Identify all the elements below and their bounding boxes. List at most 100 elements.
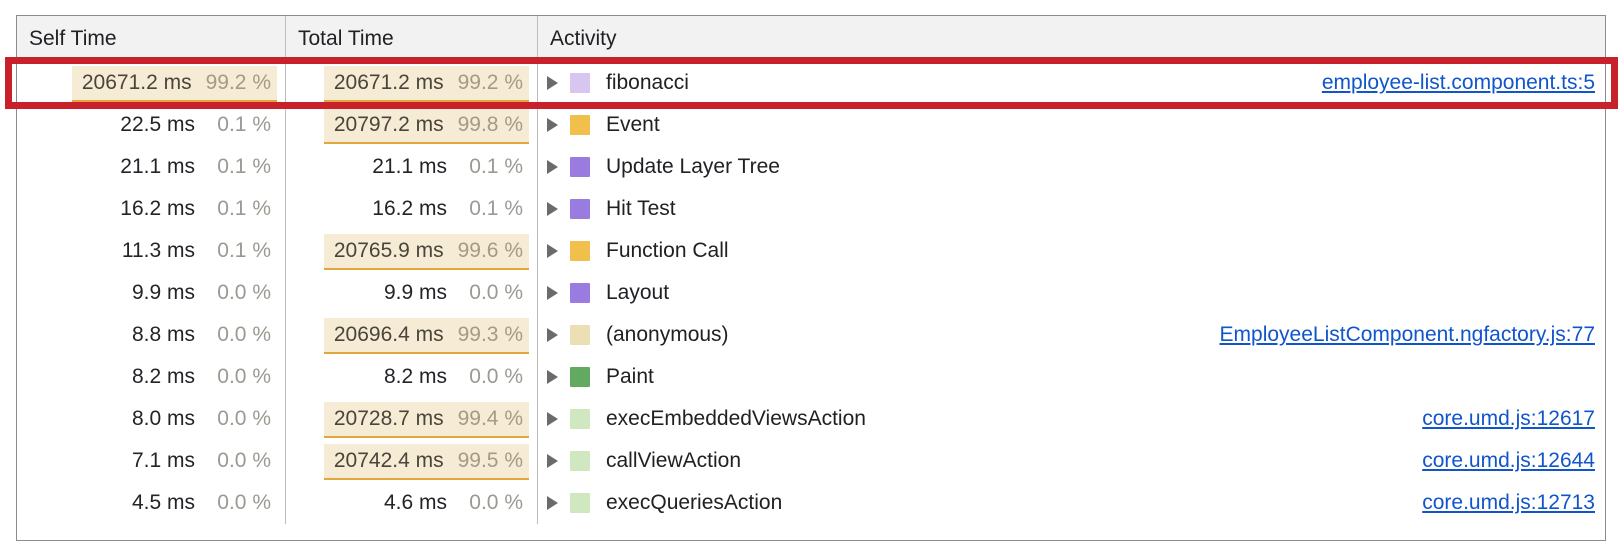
cell-activity: execEmbeddedViewsAction core.umd.js:12617	[538, 398, 1605, 440]
total-time-value: 9.9 ms	[383, 281, 447, 304]
total-time-percent: 0.1 %	[469, 197, 523, 220]
expand-triangle-icon[interactable]	[547, 412, 558, 426]
expand-triangle-icon[interactable]	[547, 244, 558, 258]
total-time-percent: 99.4 %	[457, 407, 523, 430]
total-time-value: 16.2 ms	[372, 197, 447, 220]
activity-color-swatch-icon	[570, 199, 590, 219]
expand-triangle-icon[interactable]	[547, 328, 558, 342]
expand-triangle-icon[interactable]	[547, 454, 558, 468]
total-time-value: 8.2 ms	[383, 365, 447, 388]
self-time-value: 8.8 ms	[131, 323, 195, 346]
source-location-link[interactable]: employee-list.component.ts:5	[1321, 71, 1595, 94]
activity-color-swatch-icon	[570, 451, 590, 471]
table-header-row: Self Time Total Time Activity	[17, 16, 1605, 62]
activity-color-swatch-icon	[570, 493, 590, 513]
total-time-percent: 99.5 %	[457, 449, 523, 472]
self-time-percent: 0.1 %	[217, 113, 271, 136]
self-time-percent: 0.1 %	[217, 197, 271, 220]
activity-color-swatch-icon	[570, 367, 590, 387]
cell-self-time: 16.2 ms 0.1 %	[17, 188, 286, 230]
table-row[interactable]: 11.3 ms 0.1 % 20765.9 ms 99.6 % Function Cal…	[17, 230, 1605, 272]
activity-name: Update Layer Tree	[606, 155, 780, 178]
self-time-percent: 0.0 %	[217, 491, 271, 514]
self-time-value: 20671.2 ms	[81, 71, 192, 94]
self-time-percent: 0.1 %	[217, 155, 271, 178]
column-header-self-time[interactable]: Self Time	[17, 16, 286, 61]
total-time-percent: 99.3 %	[457, 323, 523, 346]
self-time-value: 8.0 ms	[131, 407, 195, 430]
cell-total-time: 4.6 ms 0.0 %	[286, 482, 538, 524]
activity-color-swatch-icon	[570, 157, 590, 177]
cell-activity: Layout	[538, 272, 1605, 314]
total-time-value: 20671.2 ms	[333, 71, 444, 94]
total-time-value: 20765.9 ms	[333, 239, 444, 262]
cell-total-time: 20696.4 ms 99.3 %	[286, 314, 538, 356]
expand-triangle-icon[interactable]	[547, 370, 558, 384]
activity-color-swatch-icon	[570, 283, 590, 303]
activity-name: Layout	[606, 281, 670, 304]
self-time-value: 11.3 ms	[121, 239, 195, 262]
activity-color-swatch-icon	[570, 115, 590, 135]
activity-name: execEmbeddedViewsAction	[606, 407, 866, 430]
activity-name: (anonymous)	[606, 323, 729, 346]
total-time-percent: 0.0 %	[469, 365, 523, 388]
self-time-value: 8.2 ms	[131, 365, 195, 388]
activity-name: callViewAction	[606, 449, 742, 472]
total-time-percent: 99.6 %	[457, 239, 523, 262]
total-time-value: 20696.4 ms	[333, 323, 444, 346]
self-time-percent: 0.1 %	[217, 239, 271, 262]
source-location-link[interactable]: EmployeeListComponent.ngfactory.js:77	[1219, 323, 1595, 346]
source-location-link[interactable]: core.umd.js:12644	[1422, 449, 1595, 472]
cell-activity: (anonymous) EmployeeListComponent.ngfacto…	[538, 314, 1605, 356]
column-header-total-time[interactable]: Total Time	[286, 16, 538, 61]
cell-activity: Hit Test	[538, 188, 1605, 230]
expand-triangle-icon[interactable]	[547, 496, 558, 510]
table-row[interactable]: 16.2 ms 0.1 % 16.2 ms 0.1 % Hit Test	[17, 188, 1605, 230]
cell-activity: callViewAction core.umd.js:12644	[538, 440, 1605, 482]
self-time-percent: 0.0 %	[217, 365, 271, 388]
total-time-value: 4.6 ms	[383, 491, 447, 514]
self-time-value: 7.1 ms	[131, 449, 195, 472]
total-time-percent: 0.0 %	[469, 491, 523, 514]
column-header-self-time-label: Self Time	[29, 26, 117, 50]
expand-triangle-icon[interactable]	[547, 286, 558, 300]
activity-name: Function Call	[606, 239, 729, 262]
total-time-percent: 99.2 %	[457, 71, 523, 94]
column-header-total-time-label: Total Time	[298, 26, 394, 50]
cell-self-time: 8.2 ms 0.0 %	[17, 356, 286, 398]
expand-triangle-icon[interactable]	[547, 160, 558, 174]
expand-triangle-icon[interactable]	[547, 76, 558, 90]
cell-activity: Function Call	[538, 230, 1605, 272]
total-time-value: 20728.7 ms	[333, 407, 444, 430]
self-time-value: 16.2 ms	[120, 197, 195, 220]
activity-name: Event	[606, 113, 660, 136]
source-location-link[interactable]: core.umd.js:12617	[1422, 407, 1595, 430]
expand-triangle-icon[interactable]	[547, 202, 558, 216]
column-header-activity[interactable]: Activity	[538, 16, 1605, 61]
cell-total-time: 8.2 ms 0.0 %	[286, 356, 538, 398]
cell-total-time: 20728.7 ms 99.4 %	[286, 398, 538, 440]
source-location-link[interactable]: core.umd.js:12713	[1422, 491, 1595, 514]
expand-triangle-icon[interactable]	[547, 118, 558, 132]
